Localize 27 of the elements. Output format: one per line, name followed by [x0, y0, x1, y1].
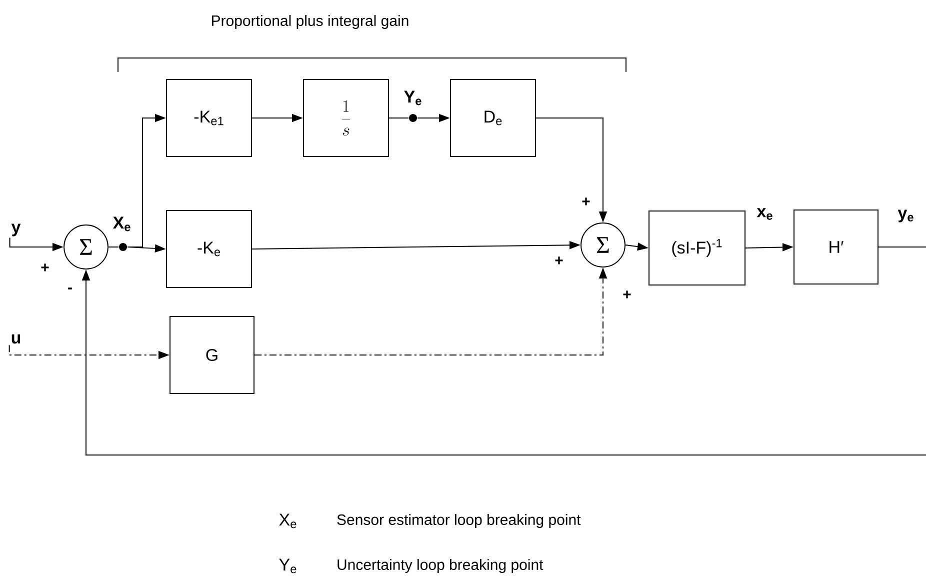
block-box: (sI-F)$^{-1}$ — [648, 210, 746, 286]
point-label: X$_{e}$ — [112, 216, 130, 232]
summing-junction: Σ — [64, 224, 108, 270]
block-box: -K$_{e1}$ — [166, 79, 252, 157]
sign-label: - — [68, 288, 72, 290]
edge-label: x$_{e}$ — [756, 207, 774, 221]
sign-label: + — [41, 264, 49, 272]
block-box: H′ — [794, 210, 878, 284]
legend-text: Sensor estimator loop breaking point — [337, 514, 581, 528]
block-box: $\frac{1}{s}$ — [303, 79, 389, 157]
symbol-label: X$_{e}$ — [279, 514, 296, 528]
block-box: D$_{e}$ — [450, 79, 536, 157]
bracket-title: Proportional plus integral gain — [212, 15, 408, 29]
point-label: Y$_{e}$ — [404, 90, 422, 106]
block-box: -K$_{e}$ — [166, 210, 252, 288]
sign-label: + — [555, 256, 563, 264]
symbol-label: Y$_{e}$ — [279, 558, 296, 574]
legend-text: Uncertainty loop breaking point — [338, 559, 544, 573]
signal-label: u — [12, 334, 20, 344]
block-box: G — [170, 316, 254, 394]
sign-label: + — [623, 290, 631, 298]
signal-label: y — [11, 224, 21, 236]
sign-label: + — [582, 198, 590, 206]
summing-junction: Σ — [580, 222, 626, 268]
junction-dot — [409, 114, 417, 122]
junction-dot — [119, 243, 127, 251]
edge-label: y$_{e}$ — [896, 208, 916, 224]
